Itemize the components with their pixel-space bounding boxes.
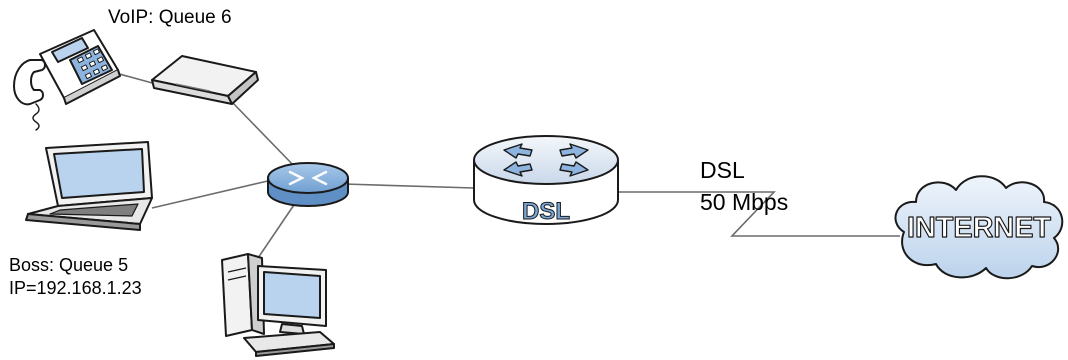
- boss-queue-label: Boss: Queue 5: [9, 255, 129, 275]
- boss-label-group: Boss: Queue 5 IP=192.168.1.23: [9, 254, 142, 300]
- voip-queue-label: VoIP: Queue 6: [108, 7, 232, 28]
- desktop-computer-icon: [221, 253, 335, 357]
- dsl-link-label-group: DSL 50 Mbps: [700, 154, 788, 218]
- laptop-icon: [25, 141, 153, 231]
- link-laptop-to-switch: [151, 179, 273, 209]
- internet-cloud-icon: INTERNET: [894, 175, 1064, 280]
- connection-lines: [111, 71, 900, 259]
- link-voip-adapter-to-switch: [231, 101, 297, 169]
- dsl-router-icon: DSL: [473, 135, 619, 226]
- dsl-line-type-label: DSL: [700, 157, 745, 183]
- boss-ip-label: IP=192.168.1.23: [9, 278, 142, 298]
- link-dsl-router-to-internet: [618, 191, 900, 237]
- link-switch-to-dsl-router: [343, 183, 475, 189]
- dsl-speed-label: 50 Mbps: [700, 189, 789, 215]
- voip-adapter-icon: [151, 55, 259, 105]
- router-badge-text: DSL: [522, 198, 570, 225]
- desk-phone-icon: [13, 29, 121, 131]
- cloud-badge-text: INTERNET: [907, 212, 1051, 244]
- switch-icon: [267, 162, 349, 207]
- link-desktop-to-switch: [257, 195, 301, 259]
